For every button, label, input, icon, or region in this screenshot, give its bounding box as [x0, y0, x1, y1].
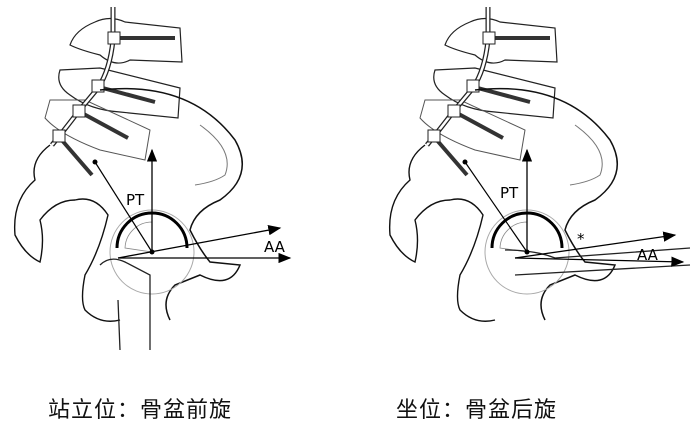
standing-caption: 站立位：骨盆前旋 — [48, 398, 233, 423]
pt-label: PT — [126, 191, 145, 209]
sitting-figure: PT AA * — [390, 7, 691, 321]
pt-label: PT — [500, 184, 519, 202]
aa-arrow — [514, 231, 677, 259]
femur — [99, 258, 151, 351]
aa-arrow — [117, 225, 282, 259]
horizontal-arrow — [514, 256, 685, 267]
sitting-caption: 坐位：骨盆后旋 — [396, 398, 558, 423]
femur — [504, 247, 691, 276]
angle-marker: * — [577, 230, 585, 248]
standing-figure: PT AA — [15, 7, 292, 351]
aa-label: AA — [637, 246, 659, 264]
aa-label: AA — [264, 238, 286, 256]
